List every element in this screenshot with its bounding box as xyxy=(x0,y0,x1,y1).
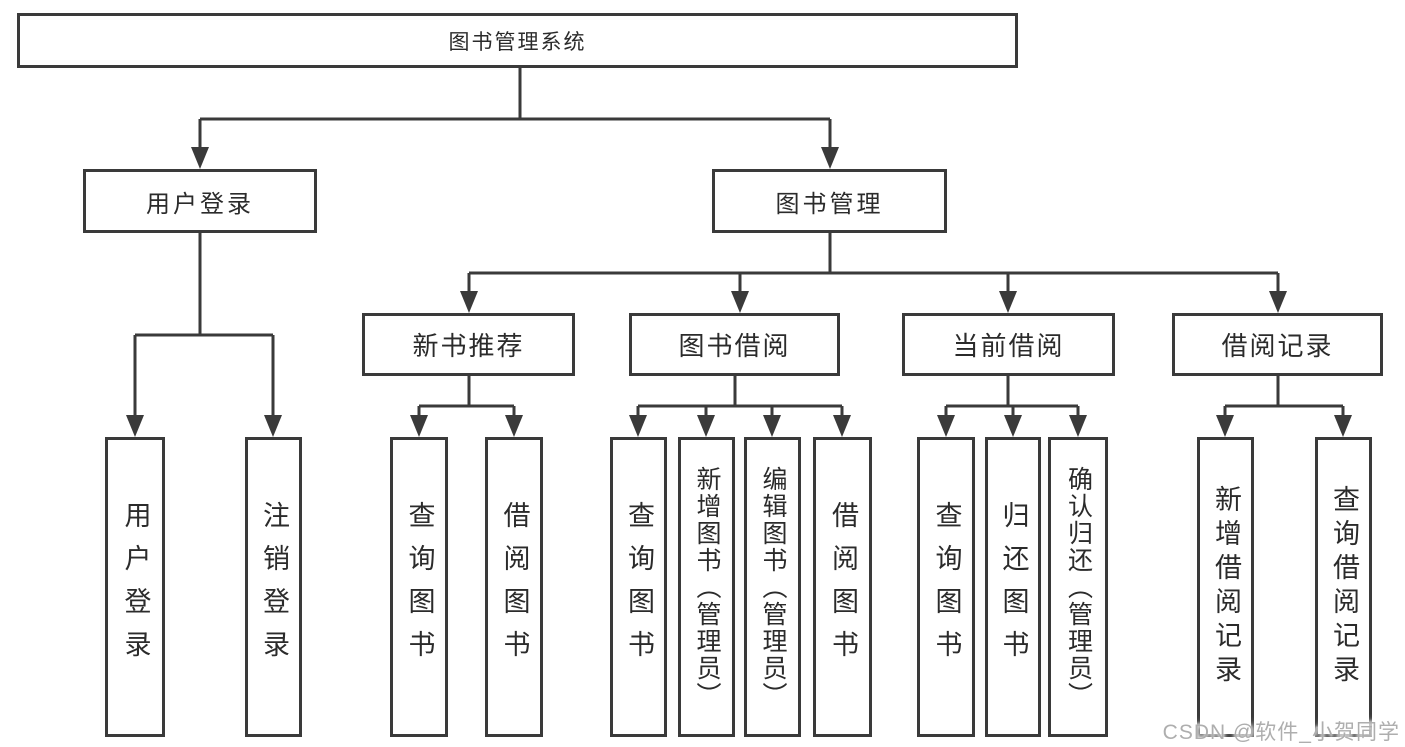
leaf-edit-book-admin: 编辑图书（管理员） xyxy=(744,437,801,737)
arrowhead xyxy=(505,415,523,437)
leaf-query-books-2-label: 查询图书 xyxy=(624,501,654,673)
leaf-borrow-books-2: 借阅图书 xyxy=(813,437,872,737)
leaf-logout: 注销登录 xyxy=(245,437,302,737)
arrowhead xyxy=(460,291,478,313)
arrowhead xyxy=(1334,415,1352,437)
node-current-borrow: 当前借阅 xyxy=(902,313,1115,376)
arrowhead xyxy=(833,415,851,437)
connector-book-borrow-to-leaves xyxy=(636,376,844,419)
arrowhead xyxy=(821,147,839,169)
connector-user-login-to-leaves xyxy=(133,233,275,420)
leaf-query-books-2: 查询图书 xyxy=(610,437,667,737)
arrowhead xyxy=(410,415,428,437)
arrowhead xyxy=(191,147,209,169)
arrowhead xyxy=(1004,415,1022,437)
node-new-book-recommend: 新书推荐 xyxy=(362,313,575,376)
leaf-query-books-1-label: 查询图书 xyxy=(404,501,435,673)
arrowhead xyxy=(1269,291,1287,313)
connector-book-management-to-level2 xyxy=(467,233,1280,295)
leaf-query-books-3-label: 查询图书 xyxy=(931,501,962,673)
arrowhead xyxy=(697,415,715,437)
arrowhead xyxy=(1069,415,1087,437)
leaf-edit-book-admin-label: 编辑图书（管理员） xyxy=(759,465,787,709)
leaf-logout-label: 注销登录 xyxy=(259,501,289,673)
arrowhead xyxy=(264,415,282,437)
leaf-add-book-admin-label: 新增图书（管理员） xyxy=(693,465,721,709)
arrowhead xyxy=(629,415,647,437)
arrowhead xyxy=(731,291,749,313)
connector-current-borrow-to-leaves xyxy=(944,376,1080,419)
leaf-query-books-1: 查询图书 xyxy=(390,437,448,737)
connector-new-book-recommend-to-leaves xyxy=(417,376,516,419)
leaf-query-borrow-record: 查询借阅记录 xyxy=(1315,437,1372,737)
csdn-watermark: CSDN @软件_小贺同学 xyxy=(1162,721,1400,744)
leaf-add-borrow-record: 新增借阅记录 xyxy=(1197,437,1254,737)
leaf-return-book: 归还图书 xyxy=(985,437,1041,737)
arrowhead xyxy=(126,415,144,437)
arrowhead xyxy=(1216,415,1234,437)
leaf-borrow-books-2-label: 借阅图书 xyxy=(828,501,858,673)
connector-borrow-records-to-leaves xyxy=(1223,376,1345,419)
leaf-add-borrow-record-label: 新增借阅记录 xyxy=(1211,485,1241,689)
arrowhead xyxy=(763,415,781,437)
arrowhead xyxy=(937,415,955,437)
leaf-user-login-label: 用户登录 xyxy=(120,501,151,673)
leaf-borrow-books-1-label: 借阅图书 xyxy=(499,501,530,673)
leaf-borrow-books-1: 借阅图书 xyxy=(485,437,543,737)
leaf-add-book-admin: 新增图书（管理员） xyxy=(678,437,735,737)
arrowhead xyxy=(999,291,1017,313)
leaf-user-login: 用户登录 xyxy=(105,437,165,737)
connector-root-to-level1 xyxy=(198,68,832,150)
leaf-confirm-return-admin-label: 确认归还（管理员） xyxy=(1064,465,1093,709)
leaf-confirm-return-admin: 确认归还（管理员） xyxy=(1048,437,1108,737)
node-root-library-management-system: 图书管理系统 xyxy=(17,13,1018,68)
node-book-borrow: 图书借阅 xyxy=(629,313,840,376)
node-borrow-records: 借阅记录 xyxy=(1172,313,1383,376)
leaf-query-books-3: 查询图书 xyxy=(917,437,975,737)
node-book-management: 图书管理 xyxy=(712,169,947,233)
leaf-query-borrow-record-label: 查询借阅记录 xyxy=(1329,485,1359,689)
node-user-login: 用户登录 xyxy=(83,169,317,233)
leaf-return-book-label: 归还图书 xyxy=(998,501,1029,673)
